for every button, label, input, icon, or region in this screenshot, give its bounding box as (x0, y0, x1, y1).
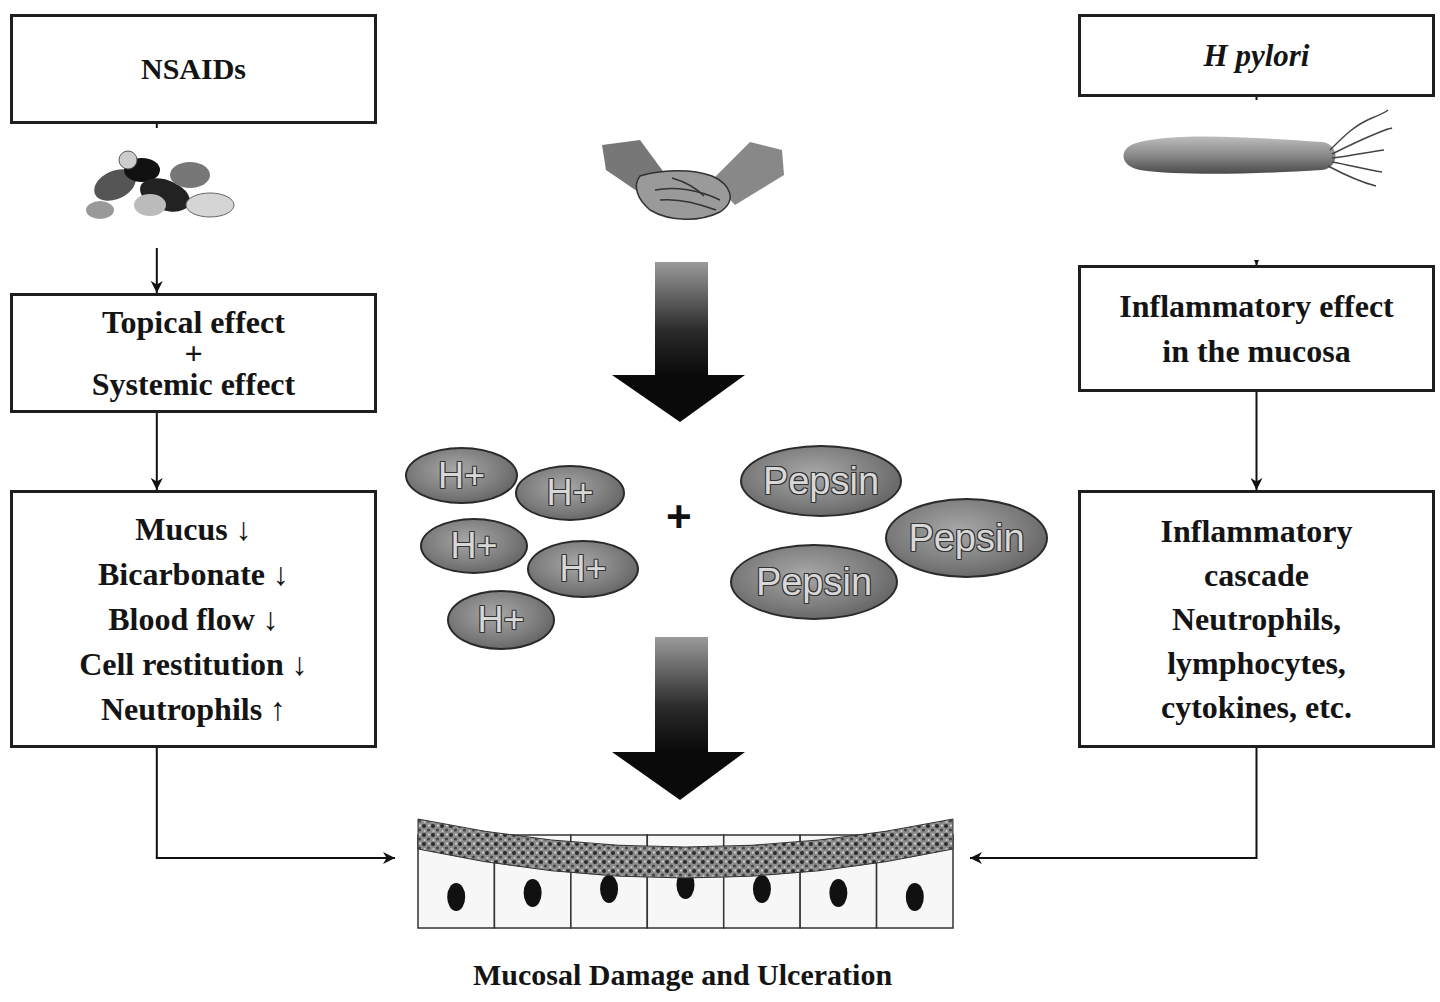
ion-oval: Pepsin (730, 544, 898, 620)
text-run: H+ (477, 599, 524, 640)
plus-sign: + (666, 492, 692, 542)
text-run: cascade (1204, 557, 1309, 593)
text-run: Neutrophils (101, 691, 270, 727)
text-run: + (184, 335, 202, 371)
cell-nucleus (829, 879, 847, 907)
ion-oval: Pepsin (740, 445, 902, 517)
text-run: restitution (142, 646, 292, 682)
arrow-connector (157, 748, 395, 858)
arrow-connector (156, 413, 158, 490)
ion-oval: H+ (420, 518, 528, 574)
text-run: ↑ (270, 691, 286, 727)
text-run: ↓ (273, 556, 289, 592)
text-run: mucosa (1248, 333, 1351, 369)
box-text: Topical effect + Systemic effect (92, 307, 295, 400)
cell-nucleus (906, 883, 924, 911)
cell-nucleus (600, 875, 618, 903)
text-run: Damage (589, 958, 701, 991)
box-text: H pylori (1204, 38, 1310, 74)
ion-label: H+ (559, 551, 606, 587)
arrow-connector (1256, 392, 1258, 490)
text-run: ↓ (263, 601, 279, 637)
text-run: Topical (102, 304, 210, 340)
text-run: flow (196, 601, 263, 637)
text-run: and (701, 958, 757, 991)
text-run: H+ (450, 525, 497, 566)
text-run: lymphocytes, (1167, 645, 1346, 681)
ion-oval: Pepsin (885, 498, 1048, 578)
process-box: Inflammatory cascade Neutrophils, lympho… (1078, 490, 1435, 748)
pills-illustration (86, 128, 234, 248)
process-box: Mucus ↓ Bicarbonate ↓ Blood flow ↓ Cell … (10, 490, 377, 748)
ion-label: H+ (438, 458, 485, 494)
text-run: Cell (79, 646, 142, 682)
text-run: Mucosal (473, 958, 589, 991)
text-run: effect (210, 304, 285, 340)
box-text: NSAIDs (141, 51, 246, 87)
text-run: in (1162, 333, 1197, 369)
text-run: H+ (546, 472, 593, 513)
text-run: Pepsin (763, 460, 879, 502)
text-run: H+ (438, 455, 485, 496)
text-run: Pepsin (908, 517, 1024, 559)
process-box: H pylori (1078, 14, 1435, 97)
text-run: Mucus (135, 511, 235, 547)
mucosa-node: Mucosal Damage and Ulceration (395, 815, 970, 997)
ion-label: Pepsin (763, 462, 879, 500)
ion-label: Pepsin (756, 563, 872, 601)
text-run: Inflammatory (1119, 288, 1319, 324)
text-run: Blood (108, 601, 196, 637)
block-arrow (612, 262, 745, 422)
text-run: the (1197, 333, 1248, 369)
block-arrow (612, 637, 745, 800)
text-run: ↓ (236, 511, 252, 547)
text-run: pylori (1235, 38, 1309, 73)
epithelium-illustration (395, 815, 970, 935)
text-run: cytokines, (1161, 689, 1305, 725)
cell-nucleus (447, 883, 465, 911)
text-run: Systemic (92, 366, 221, 402)
ion-label: Pepsin (908, 519, 1024, 557)
text-run: Pepsin (756, 561, 872, 603)
arrow-connector (1256, 97, 1258, 265)
caption-text: Mucosal Damage and Ulceration (473, 957, 892, 993)
damaged-mucus-layer (418, 819, 953, 878)
text-run: H (1204, 38, 1236, 73)
text-run: Bicarbonate (98, 556, 273, 592)
arrow-connector (970, 748, 1257, 858)
cell-nucleus (753, 875, 771, 903)
bacterium-illustration (1124, 100, 1393, 260)
text-run: H+ (559, 548, 606, 589)
ion-oval: H+ (527, 540, 639, 598)
ion-oval: H+ (447, 590, 555, 650)
box-text: Inflammatory cascade Neutrophils, lympho… (1161, 509, 1353, 729)
process-box: Inflammatory effect in the mucosa (1078, 265, 1435, 392)
ion-label: H+ (546, 475, 593, 511)
text-run: effect (1319, 288, 1394, 324)
box-text: Mucus ↓ Bicarbonate ↓ Blood flow ↓ Cell … (79, 507, 308, 732)
box-text: Inflammatory effect in the mucosa (1119, 284, 1394, 374)
cell-nucleus (524, 879, 542, 907)
handshake-illustration (602, 140, 784, 219)
text-run: NSAIDs (141, 52, 246, 85)
ion-oval: H+ (515, 465, 625, 521)
ion-label: H+ (477, 602, 524, 638)
text-run: Ulceration (757, 958, 892, 991)
text-run: effect (221, 366, 296, 402)
arrow-connector (156, 124, 158, 293)
process-box: NSAIDs (10, 14, 377, 124)
text-run: ↓ (292, 646, 308, 682)
text-run: etc. (1305, 689, 1352, 725)
ion-oval: H+ (405, 447, 518, 504)
ion-label: H+ (450, 528, 497, 564)
text-run: Neutrophils, (1172, 601, 1341, 637)
process-box: Topical effect + Systemic effect (10, 293, 377, 413)
text-run: Inflammatory (1161, 513, 1353, 549)
